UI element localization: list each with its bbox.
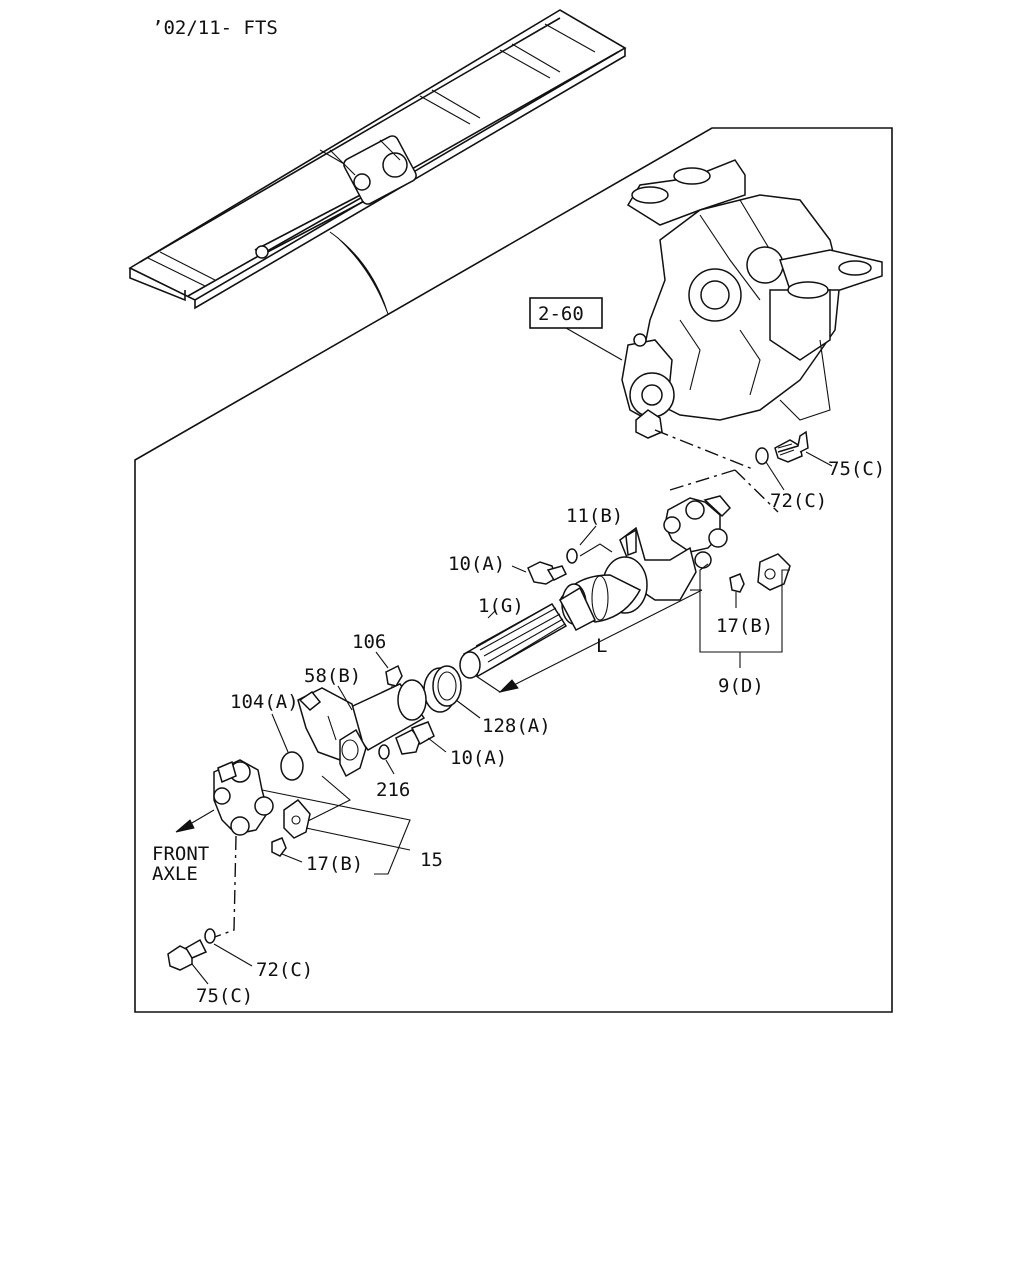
reference-box-label: 2-60 (538, 303, 584, 325)
label-72c-top: 72(C) (770, 490, 827, 512)
label-10a-mid: 10(A) (450, 747, 507, 769)
bolt-75c-top (774, 430, 809, 463)
header-code: ’02/11- FTS (152, 17, 278, 39)
detail-frame (134, 127, 893, 1013)
label-128a: 128(A) (482, 715, 551, 737)
label-dim-l: L (596, 635, 607, 657)
label-9d: 9(D) (718, 675, 764, 697)
bolt-75c-bottom (167, 938, 208, 971)
label-104a: 104(A) (230, 691, 299, 713)
label-17b-left: 17(B) (306, 853, 363, 875)
zoom-indicator-swoosh (329, 231, 389, 315)
dust-cover-104a (280, 751, 304, 781)
label-10a-top: 10(A) (448, 553, 505, 575)
label-72c-bottom: 72(C) (256, 959, 313, 981)
slip-yoke-58b (297, 679, 427, 778)
label-106: 106 (352, 631, 386, 653)
grease-fitting-left (271, 837, 287, 857)
label-17b-right: 17(B) (716, 615, 773, 637)
label-15: 15 (420, 849, 443, 871)
washer-11b (566, 548, 578, 564)
washer-72c-top (755, 447, 769, 465)
chassis-frame-illustration (128, 9, 627, 310)
bolt-10a-mid (395, 721, 435, 755)
splined-shaft (459, 583, 596, 679)
label-1g: 1(G) (478, 595, 524, 617)
washer-216 (378, 744, 390, 760)
label-front: FRONT (152, 843, 209, 865)
label-216: 216 (376, 779, 410, 801)
seal-ring-128a (423, 665, 462, 713)
label-11b: 11(B) (566, 505, 623, 527)
label-75c-top: 75(C) (828, 458, 885, 480)
bolt-10a-top (527, 561, 568, 585)
label-58b: 58(B) (304, 665, 361, 687)
label-75c-bottom: 75(C) (196, 985, 253, 1007)
transfer-case-illustration (621, 159, 883, 439)
grease-fitting-right (729, 573, 745, 593)
label-axle: AXLE (152, 863, 198, 885)
universal-joint-front (213, 759, 274, 836)
bearing-clip-left (283, 798, 311, 839)
washer-72c-bottom (204, 928, 216, 944)
